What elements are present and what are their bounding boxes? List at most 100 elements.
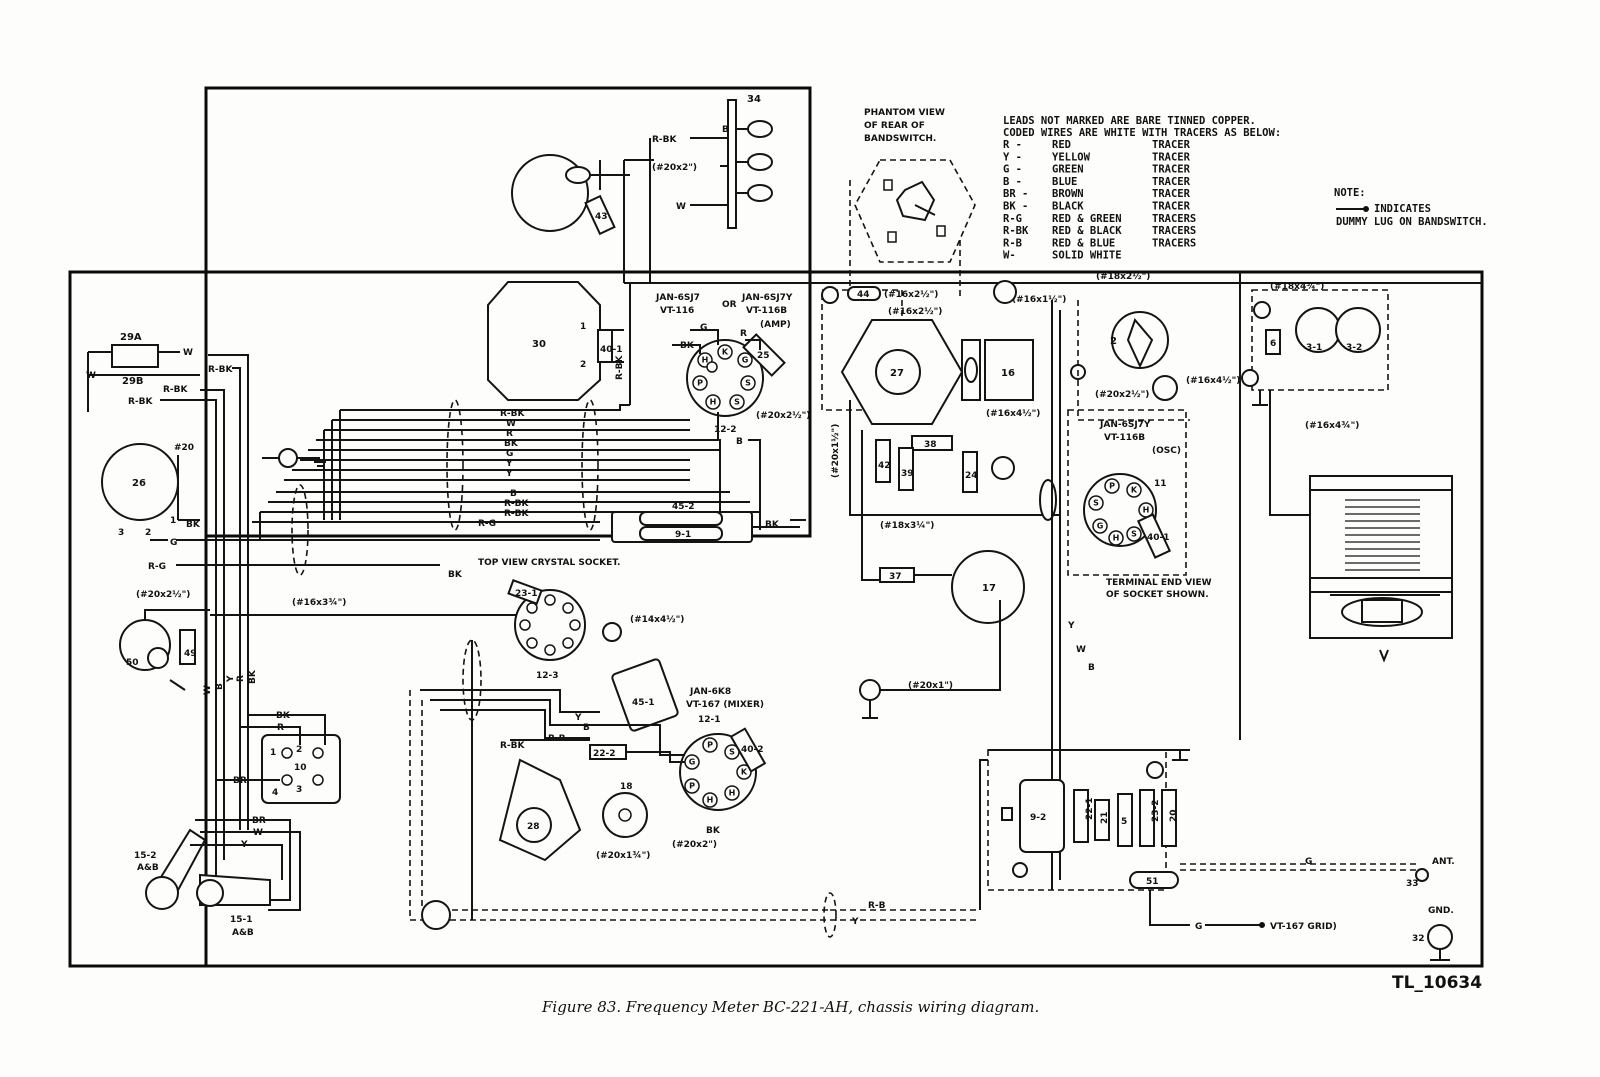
label-15-1: 15-1 bbox=[230, 915, 253, 925]
svg-text:3: 3 bbox=[118, 528, 124, 538]
svg-text:1: 1 bbox=[170, 516, 176, 526]
legend-code: BR - bbox=[1003, 188, 1028, 200]
svg-text:K: K bbox=[1131, 486, 1138, 495]
size-16x2-a: (#16x2½") bbox=[884, 289, 938, 300]
svg-text:K: K bbox=[722, 348, 729, 357]
wire-rbk-harness: R-BK bbox=[500, 409, 526, 419]
label-20: 20 bbox=[1169, 809, 1179, 822]
wire-bk-harness: BK bbox=[504, 439, 519, 449]
label-16: 16 bbox=[1001, 368, 1015, 379]
panel-dial: 43 bbox=[511, 154, 630, 236]
svg-text:1: 1 bbox=[580, 322, 586, 332]
wire-r-vert: R bbox=[236, 675, 246, 682]
wire-y2-harness: Y bbox=[505, 469, 513, 479]
label-43: 43 bbox=[595, 212, 608, 222]
main-harness: R-BK W R BK G Y Y B R-BK R-BK R-G R-G BK bbox=[148, 354, 760, 880]
label-32: 32 bbox=[1412, 934, 1425, 944]
wire-rbk-mixer: R-BK bbox=[500, 741, 526, 751]
components-15: 15-2 A&B 15-1 A&B BR W Y bbox=[134, 816, 301, 938]
label-45-2: 45-2 bbox=[672, 502, 695, 512]
size-20x2-2: (#20x2½") bbox=[1095, 389, 1149, 400]
label-40-1-osc: 40-1 bbox=[1147, 533, 1170, 543]
label-29a: 29A bbox=[120, 332, 142, 343]
bottom-harness: R-B Y bbox=[409, 640, 988, 938]
label-33: 33 bbox=[1406, 879, 1419, 889]
component-50-49: (#20x2½") (#16x3¾") 50 49 W B Y R BK bbox=[119, 589, 346, 695]
svg-text:G: G bbox=[689, 758, 696, 767]
legend-code: R-G bbox=[1003, 213, 1022, 225]
label-12-2: 12-2 bbox=[714, 425, 737, 435]
legend-color: RED bbox=[1052, 139, 1071, 151]
svg-text:H: H bbox=[729, 789, 736, 798]
label-24: 24 bbox=[965, 471, 978, 481]
wire-b-mixer: B bbox=[583, 723, 590, 733]
label-40-1: 40-1 bbox=[600, 345, 623, 355]
wire-b-amp: B bbox=[736, 437, 743, 447]
wire-n20: #20 bbox=[174, 443, 194, 453]
amp-left-1: JAN-6SJ7 bbox=[655, 293, 700, 303]
components-29: 29A 29B W W R-BK R-BK R-BK bbox=[86, 332, 234, 412]
legend-kind: TRACER bbox=[1152, 164, 1191, 176]
legend-code: Y - bbox=[1003, 151, 1022, 163]
size-20x2-50: (#20x2½") bbox=[136, 589, 190, 600]
svg-text:H: H bbox=[707, 796, 714, 805]
label-12-1: 12-1 bbox=[698, 715, 721, 725]
svg-text:2: 2 bbox=[145, 528, 151, 538]
wire-y-vert: Y bbox=[226, 675, 236, 683]
amp-or: OR bbox=[722, 300, 737, 310]
label-27: 27 bbox=[890, 368, 904, 379]
label-17: 17 bbox=[982, 583, 996, 594]
legend-color: GREEN bbox=[1052, 164, 1084, 176]
svg-text:P: P bbox=[689, 782, 695, 791]
svg-text:1: 1 bbox=[270, 748, 276, 758]
label-9-1: 9-1 bbox=[675, 530, 691, 540]
wire-rbk-34: B bbox=[722, 125, 729, 135]
drawing-number: TL_10634 bbox=[1392, 973, 1482, 993]
svg-text:K: K bbox=[741, 768, 748, 777]
label-ab-15-2: A&B bbox=[137, 863, 159, 873]
component-10: 10 1 2 4 3 BK R BR bbox=[216, 711, 341, 804]
svg-text:P: P bbox=[707, 741, 713, 750]
label-10: 10 bbox=[294, 763, 307, 773]
wire-rbk-29a: R-BK bbox=[208, 365, 234, 375]
tube-12-1-mixer: JAN-6K8 VT-167 (MIXER) (#14x4½") 45-1 P … bbox=[420, 614, 767, 850]
wire-rbk2-harness: R-BK bbox=[504, 499, 530, 509]
legend-color: BLACK bbox=[1052, 201, 1084, 213]
legend-color: RED & GREEN bbox=[1052, 213, 1122, 225]
crystal-socket-12-3: TOP VIEW CRYSTAL SOCKET. 23-1 12-3 bbox=[462, 558, 620, 721]
size-16x4-r: (#16x4¾") bbox=[1305, 421, 1359, 431]
note-line-2: DUMMY LUG ON BANDSWITCH. bbox=[1336, 216, 1488, 228]
legend-kind: TRACERS bbox=[1152, 213, 1196, 225]
label-34: 34 bbox=[747, 94, 761, 105]
svg-text:4: 4 bbox=[272, 788, 278, 798]
wire-y-harness: Y bbox=[505, 459, 513, 469]
terminal-view-2: OF SOCKET SHOWN. bbox=[1106, 590, 1209, 600]
wire-w-osc: W bbox=[1076, 645, 1086, 655]
label-ab-15-1: A&B bbox=[232, 928, 254, 938]
legend-code: R-B bbox=[1003, 237, 1022, 249]
wire-w-29: W bbox=[183, 348, 193, 358]
svg-text:2: 2 bbox=[580, 360, 586, 370]
chassis-frame bbox=[68, 86, 1484, 968]
wire-rbk-29b: R-BK bbox=[163, 385, 189, 395]
legend-kind: TRACER bbox=[1152, 151, 1191, 163]
legend-code: G - bbox=[1003, 164, 1022, 176]
legend-kind: TRACERS bbox=[1152, 237, 1196, 249]
wire-g-26: G bbox=[170, 538, 177, 548]
size-16x1: (#16x1½") bbox=[1012, 294, 1066, 305]
label-26: 26 bbox=[132, 478, 146, 489]
legend-color: SOLID WHITE bbox=[1052, 250, 1122, 262]
wire-rg-harness: R-G bbox=[478, 519, 496, 529]
legend-kind: TRACER bbox=[1152, 188, 1191, 200]
label-37: 37 bbox=[889, 572, 902, 582]
note-title: NOTE: bbox=[1334, 187, 1366, 199]
component-26: 26 #20 BK G 3 2 1 bbox=[101, 443, 326, 548]
wire-b-harness: B bbox=[510, 489, 517, 499]
crystal-socket-title: TOP VIEW CRYSTAL SOCKET. bbox=[478, 558, 620, 568]
svg-text:S: S bbox=[734, 398, 740, 407]
wire-y-osc: Y bbox=[1067, 621, 1075, 631]
label-gnd: GND. bbox=[1428, 906, 1454, 916]
label-15-2: 15-2 bbox=[134, 851, 157, 861]
svg-text:2: 2 bbox=[296, 745, 302, 755]
legend-color: YELLOW bbox=[1052, 151, 1091, 163]
